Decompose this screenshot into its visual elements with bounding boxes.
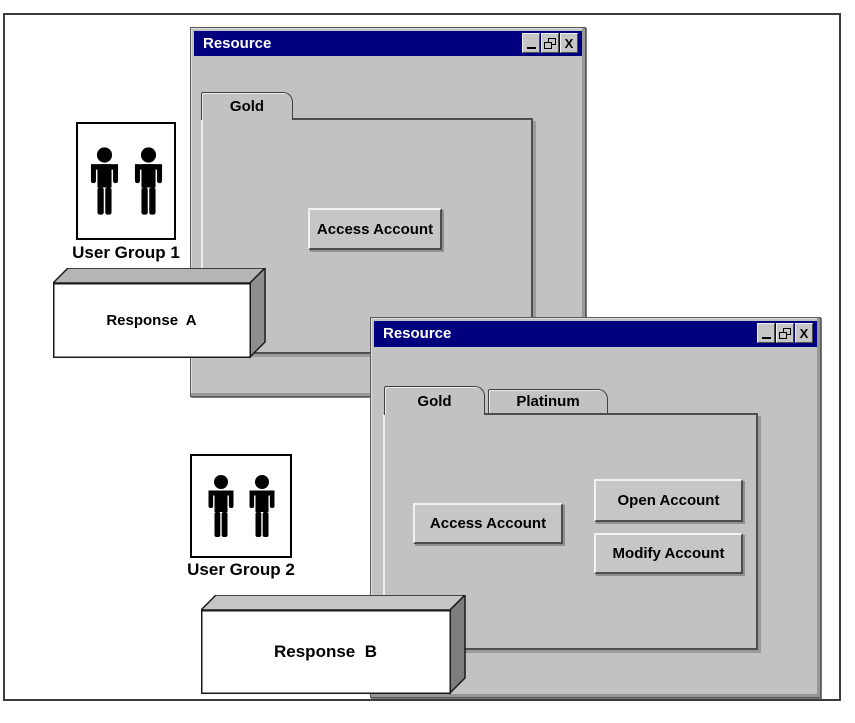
resource-window-2: Resource X Gold Platinum (370, 317, 821, 698)
response-3d-box (53, 268, 266, 358)
tab-gold[interactable]: Gold (201, 92, 293, 120)
modify-account-button[interactable]: Modify Account (594, 533, 743, 574)
person-icon (208, 475, 233, 537)
response-a-label: Response A (106, 311, 197, 329)
tab-label: Gold (417, 392, 452, 410)
access-account-button[interactable]: Access Account (413, 503, 563, 544)
restore-button[interactable] (776, 323, 794, 343)
minimize-button[interactable] (522, 33, 540, 53)
tab-gold[interactable]: Gold (384, 386, 485, 415)
person-icon (134, 147, 162, 215)
button-label: Access Account (429, 515, 547, 532)
button-label: Open Account (617, 492, 720, 509)
minimize-icon (526, 47, 536, 49)
button-label: Modify Account (612, 545, 725, 562)
person-icon (249, 475, 274, 537)
window-title: Resource (203, 35, 272, 52)
user-group-1-pictogram (76, 122, 176, 240)
response-3d-box (201, 595, 466, 695)
tab-platinum[interactable]: Platinum (488, 389, 608, 413)
open-account-button[interactable]: Open Account (594, 479, 743, 522)
tab-label: Platinum (516, 393, 580, 410)
close-icon: X (564, 35, 574, 51)
response-a-box: Response A (53, 268, 266, 358)
minimize-icon (761, 337, 771, 339)
window-title: Resource (383, 325, 452, 342)
minimize-button[interactable] (757, 323, 775, 343)
button-label: Access Account (316, 220, 434, 238)
restore-icon (544, 37, 556, 49)
close-icon: X (799, 325, 809, 341)
close-button[interactable]: X (560, 33, 578, 53)
tab-label: Gold (229, 98, 265, 115)
user-group-2-label: User Group 2 (187, 560, 295, 579)
user-group-1-label: User Group 1 (72, 243, 180, 262)
window-controls: X (757, 323, 813, 343)
window-titlebar: Resource X (374, 321, 817, 347)
person-icon (90, 147, 118, 215)
restore-icon (779, 327, 791, 339)
restore-button[interactable] (541, 33, 559, 53)
access-account-button[interactable]: Access Account (308, 208, 442, 250)
window-controls: X (522, 33, 578, 53)
response-b-label: Response B (274, 641, 377, 661)
response-b-box: Response B (201, 595, 466, 695)
window-titlebar: Resource X (194, 31, 582, 56)
user-group-2-pictogram (190, 454, 292, 558)
close-button[interactable]: X (795, 323, 813, 343)
